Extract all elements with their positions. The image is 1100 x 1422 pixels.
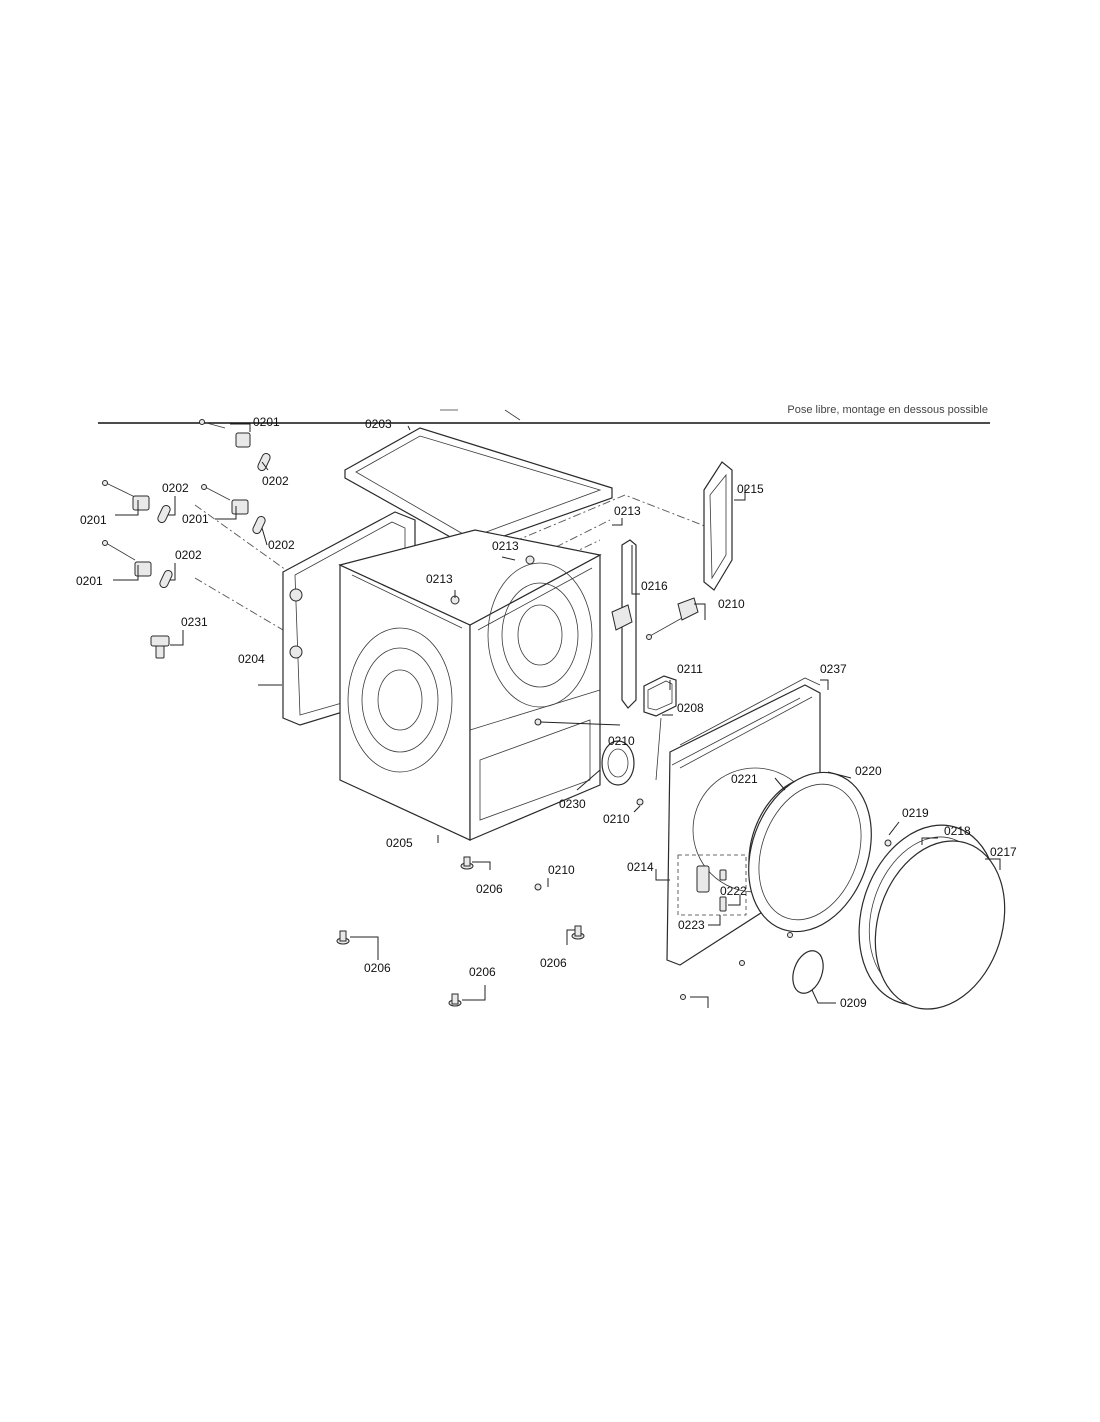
hinge-hardware [102, 419, 271, 659]
door-lock-switch [646, 597, 699, 640]
header-note: Pose libre, montage en dessous possible [787, 404, 988, 416]
callout-labels: 0201 0203 0202 0202 0201 0201 0202 0202 … [76, 415, 1017, 1010]
callout-0221: 0221 [731, 772, 758, 786]
callout-0217: 0217 [990, 845, 1017, 859]
callout-0222: 0222 [720, 884, 747, 898]
callout-0203: 0203 [365, 417, 392, 431]
callout-0213-a: 0213 [614, 504, 641, 518]
callout-0210-a: 0210 [718, 597, 745, 611]
door-glass [792, 950, 824, 994]
top-cover [344, 409, 613, 549]
back-swirl [487, 562, 593, 708]
callout-0218: 0218 [944, 824, 971, 838]
callout-0206-b: 0206 [364, 961, 391, 975]
cable-duct [703, 461, 733, 591]
callout-0201-a: 0201 [253, 415, 280, 429]
callout-0201-b: 0201 [80, 513, 107, 527]
callout-0216: 0216 [641, 579, 668, 593]
callout-0208: 0208 [677, 701, 704, 715]
callout-0237: 0237 [820, 662, 847, 676]
callout-0206-d: 0206 [469, 965, 496, 979]
callout-0215: 0215 [737, 482, 764, 496]
callout-0213-c: 0213 [426, 572, 453, 586]
pump-cover-0230 [601, 740, 635, 786]
callout-0205: 0205 [386, 836, 413, 850]
callout-0202-d: 0202 [175, 548, 202, 562]
screws [534, 718, 892, 1000]
callout-0213-b: 0213 [492, 539, 519, 553]
callout-0230: 0230 [559, 797, 586, 811]
callout-0223: 0223 [678, 918, 705, 932]
callout-0211: 0211 [677, 662, 703, 676]
callout-0202-b: 0202 [162, 481, 189, 495]
callout-0210-d: 0210 [548, 863, 575, 877]
feet [336, 856, 585, 1007]
door-outer-ring [858, 824, 1006, 1010]
callout-0206-a: 0206 [476, 882, 503, 896]
callout-0202-a: 0202 [262, 474, 289, 488]
cabinet-body [338, 529, 602, 841]
callout-0201-c: 0201 [182, 512, 209, 526]
callout-0210-c: 0210 [603, 812, 630, 826]
callout-0214: 0214 [627, 860, 654, 874]
callout-0201-d: 0201 [76, 574, 103, 588]
rod-0208 [655, 717, 662, 781]
callout-0209: 0209 [840, 996, 867, 1010]
callout-0220: 0220 [855, 764, 882, 778]
callout-0210-b: 0210 [608, 734, 635, 748]
callout-0206-c: 0206 [540, 956, 567, 970]
callout-0231: 0231 [181, 615, 208, 629]
leader-lines [113, 423, 1001, 1008]
callout-0219: 0219 [902, 806, 929, 820]
side-swirl [347, 627, 453, 773]
callout-0202-c: 0202 [268, 538, 295, 552]
callout-0204: 0204 [238, 652, 265, 666]
module-box [643, 675, 677, 717]
